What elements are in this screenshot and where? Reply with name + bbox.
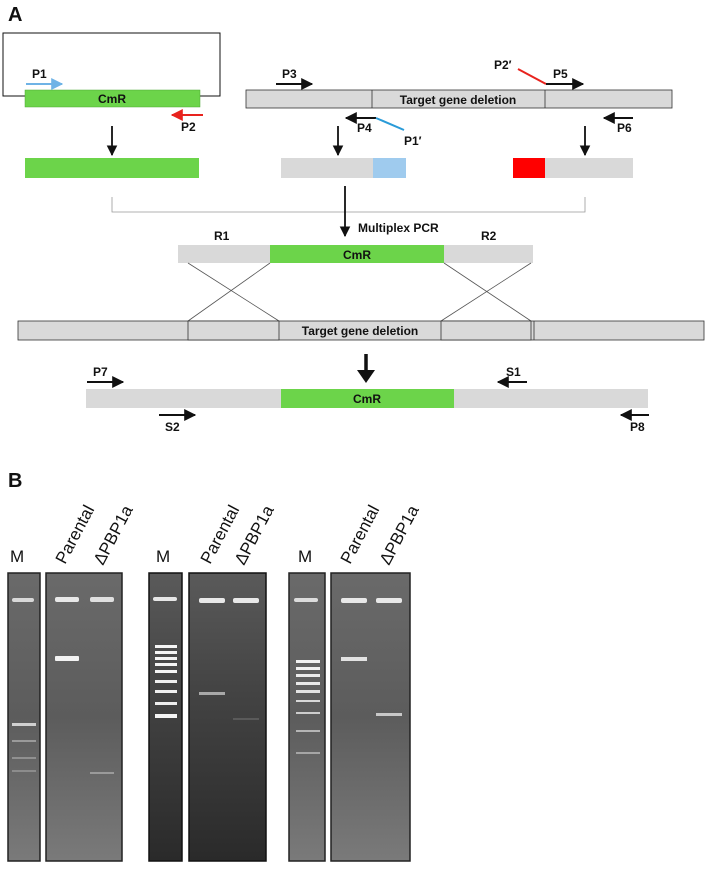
gel3-marker-band [296, 712, 320, 714]
primer-p7-label: P7 [93, 365, 108, 379]
gel1-marker-lane [7, 572, 41, 862]
gel3-parental-band [341, 657, 367, 661]
primer-p2prime-tail [517, 68, 547, 85]
region-r2-box [444, 245, 533, 263]
gel3-marker-lane [288, 572, 326, 862]
gel1-marker-band [12, 723, 36, 726]
plasmid-outline [2, 32, 221, 97]
mutant-left-flank [86, 389, 281, 408]
primer-p1-label: P1 [32, 67, 47, 81]
gel1-marker-label: M [10, 547, 24, 566]
left-flank-product [281, 158, 373, 178]
gel1-sample-lanes [45, 572, 123, 862]
target-gene-label-bottom: Target gene deletion [302, 324, 418, 338]
gel3-marker-label: M [298, 547, 312, 566]
region-r1-label: R1 [214, 229, 230, 243]
gel2-parental-band [199, 692, 225, 695]
panel-a-letter: A [8, 4, 22, 26]
primer-p4-label: P4 [357, 121, 372, 135]
gel2-marker-band [155, 714, 177, 718]
mutant-cmr-label: CmR [353, 392, 381, 406]
right-flank-product [545, 158, 633, 178]
gel-3 [288, 572, 411, 862]
primer-s1-label: S1 [506, 365, 521, 379]
primer-p1prime-tail [375, 117, 405, 131]
gel3-sample-lanes [330, 572, 411, 862]
mutant-cmr-box [281, 389, 454, 408]
multiplex-pcr-label: Multiplex PCR [358, 221, 439, 235]
primer-p5-label: P5 [553, 67, 568, 81]
region-r1-box [178, 245, 270, 263]
right-flank-red-tail [513, 158, 545, 178]
primer-p1prime-label: P1′ [404, 134, 422, 148]
primer-s2-label: S2 [165, 420, 180, 434]
gel1-mutant-band [90, 772, 114, 774]
region-r2-label: R2 [481, 229, 497, 243]
primer-p2-label: P2 [181, 120, 196, 134]
gel3-mutant-band [376, 713, 402, 716]
gel-1 [7, 572, 123, 862]
cmr-template-label: CmR [98, 92, 126, 106]
primer-p8-label: P8 [630, 420, 645, 434]
gel1-parental-band [55, 656, 79, 661]
cmr-template-box [24, 89, 201, 108]
panel-b-letter: B [8, 470, 22, 492]
primer-p6-label: P6 [617, 121, 632, 135]
cmr-fused-box [270, 245, 444, 263]
target-gene-label-top: Target gene deletion [400, 93, 516, 107]
left-flank-blue-tail [373, 158, 406, 178]
cmr-pcr-product [25, 158, 199, 178]
gel2-sample-lanes [188, 572, 267, 862]
gel2-mutant-band [233, 718, 259, 720]
gel2-marker-label: M [156, 547, 170, 566]
gel-2 [148, 572, 267, 862]
mutant-right-flank [454, 389, 648, 408]
chromosome-top [245, 89, 673, 109]
primer-p2prime-label: P2′ [494, 58, 512, 72]
primer-p3-label: P3 [282, 67, 297, 81]
cmr-fused-label: CmR [343, 248, 371, 262]
